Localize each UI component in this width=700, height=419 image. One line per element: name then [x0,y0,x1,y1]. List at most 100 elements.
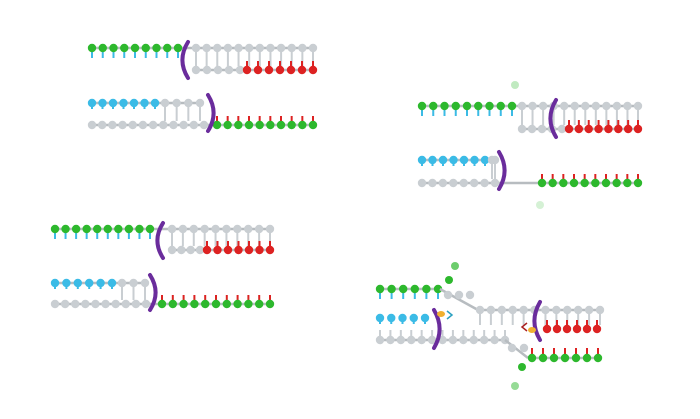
gray-nucleotide [443,290,453,300]
gray-nucleotide [469,335,478,345]
green-nucleotide [109,43,118,53]
gray-nucleotide [189,224,198,234]
red-nucleotide [562,324,572,334]
gray-nucleotide [417,335,426,345]
gray-nucleotide [396,335,406,345]
gray-nucleotide [497,305,507,315]
blue-nucleotide [108,98,118,108]
gray-nucleotide [469,178,479,188]
free-nucleotide [518,363,526,371]
green-nucleotide [124,224,134,234]
gray-nucleotide [118,120,127,130]
blue-nucleotide [107,278,117,288]
gray-nucleotide [276,43,286,53]
gray-nucleotide [573,305,583,315]
polymerase-clamp [432,308,442,350]
gray-nucleotide [167,224,177,234]
red-nucleotide [213,245,222,255]
gray-nucleotide [623,101,632,111]
gray-nucleotide [97,120,107,130]
green-nucleotide [50,224,60,234]
blue-nucleotide [129,98,139,108]
helicase-enzyme-icon [437,311,445,317]
blue-nucleotide [428,155,437,165]
green-nucleotide [623,178,632,188]
gray-nucleotide [117,278,127,288]
green-nucleotide [103,224,112,234]
green-nucleotide [559,178,568,188]
gray-nucleotide [189,120,199,130]
green-nucleotide [485,101,494,111]
gray-nucleotide [244,43,254,53]
gray-nucleotide [519,343,529,353]
gray-nucleotide [211,224,220,234]
red-nucleotide [604,124,613,134]
duplex-pair-2 [417,98,643,191]
gray-nucleotide [427,335,437,345]
green-nucleotide [560,353,570,363]
green-nucleotide [399,284,408,294]
green-nucleotide [255,120,264,130]
gray-nucleotide [541,305,550,315]
green-nucleotide [287,120,296,130]
gray-nucleotide [224,65,234,75]
red-nucleotide [265,245,275,255]
gray-nucleotide [108,120,117,130]
green-nucleotide [417,101,427,111]
green-nucleotide [266,120,275,130]
gray-nucleotide [490,178,500,188]
gray-nucleotide [517,124,527,134]
gray-nucleotide [191,43,201,53]
gray-nucleotide [538,101,548,111]
gray-nucleotide [519,305,528,315]
duplex-pair-1 [87,40,318,133]
gray-nucleotide [486,305,496,315]
green-nucleotide [135,224,144,234]
green-nucleotide [422,284,431,294]
gray-nucleotide [172,98,181,108]
red-nucleotide [223,245,233,255]
red-nucleotide [574,124,584,134]
red-nucleotide [594,124,603,134]
gray-nucleotide [254,224,264,234]
blue-nucleotide [387,313,396,323]
blue-nucleotide [438,155,448,165]
gray-nucleotide [459,335,468,345]
free-nucleotide [511,81,519,89]
blue-nucleotide [375,313,385,323]
gray-nucleotide [517,101,527,111]
red-nucleotide [614,124,623,134]
green-nucleotide [591,178,600,188]
red-nucleotide [572,324,582,334]
red-nucleotide [623,124,633,134]
green-nucleotide [569,178,579,188]
gray-nucleotide [528,101,537,111]
gray-nucleotide [167,245,177,255]
green-nucleotide [223,120,232,130]
red-nucleotide [564,124,574,134]
replication-fork [375,284,605,363]
gray-nucleotide [178,224,188,234]
blue-nucleotide [470,155,479,165]
polymerase-clamp [180,40,190,80]
green-nucleotide [234,120,243,130]
green-nucleotide [168,299,177,309]
gray-nucleotide [428,178,437,188]
gray-nucleotide [235,65,245,75]
green-nucleotide [429,101,438,111]
green-nucleotide [163,43,172,53]
green-nucleotide [179,299,188,309]
gray-nucleotide [138,120,148,130]
gray-nucleotide [475,305,485,315]
green-nucleotide [93,224,102,234]
green-nucleotide [120,43,129,53]
green-nucleotide [276,120,286,130]
green-nucleotide [537,178,547,188]
gray-nucleotide [255,43,265,53]
gray-nucleotide [50,299,60,309]
gray-nucleotide [244,224,253,234]
gray-nucleotide [128,120,137,130]
gray-nucleotide [186,245,195,255]
green-nucleotide [255,299,264,309]
